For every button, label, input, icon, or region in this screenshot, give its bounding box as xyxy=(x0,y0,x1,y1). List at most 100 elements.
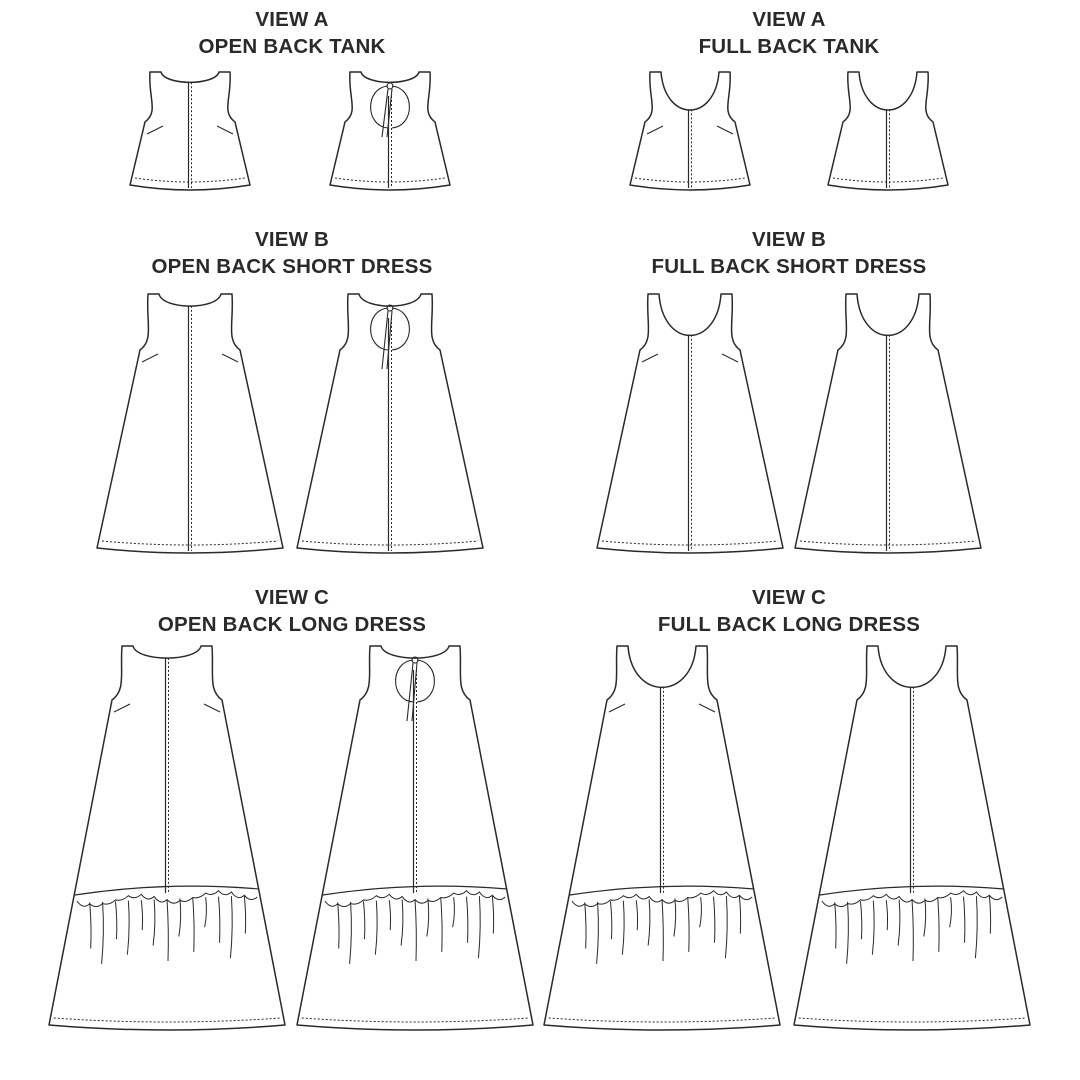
gather-fold xyxy=(204,897,207,928)
view-label: VIEW C xyxy=(254,586,330,609)
keyhole-right xyxy=(416,659,435,703)
c-full-back-garment xyxy=(793,645,1031,1031)
hem-topstitch xyxy=(798,1017,1026,1023)
keyhole-left xyxy=(370,307,389,351)
a-open-front-garment xyxy=(129,71,251,191)
gather-fold xyxy=(911,898,914,962)
tie-right xyxy=(411,662,418,722)
tie-knot xyxy=(386,82,394,90)
hem-topstitch xyxy=(548,1017,776,1023)
garment-outline xyxy=(543,645,781,1031)
gather-fold xyxy=(166,898,169,962)
gather-fold xyxy=(834,902,837,949)
view-label: VIEW A xyxy=(752,8,826,31)
garment-outline xyxy=(794,293,982,554)
gather-fold xyxy=(337,902,340,949)
gather-fold xyxy=(885,900,889,931)
gather-fold xyxy=(963,896,966,943)
gather-fold xyxy=(440,897,443,952)
gather-fold xyxy=(349,901,352,964)
gather-fold xyxy=(713,896,716,943)
gather-fold xyxy=(974,896,978,959)
tie-left xyxy=(381,310,389,370)
view-c-open-back-long-dress-title: VIEW C OPEN BACK LONG DRESS xyxy=(72,584,512,638)
tie-right xyxy=(386,310,393,370)
garment-outline xyxy=(827,71,949,191)
gather-fold xyxy=(897,899,901,946)
garment-outline xyxy=(596,293,784,554)
tie-left xyxy=(381,88,389,138)
b-full-back-garment xyxy=(794,293,982,554)
gather-fold xyxy=(229,896,233,959)
view-b-full-back-short-dress-title: VIEW B FULL BACK SHORT DRESS xyxy=(569,226,1009,280)
gather-fold xyxy=(126,900,130,955)
gather-fold xyxy=(362,901,366,940)
gather-fold xyxy=(859,901,863,940)
left-dart xyxy=(141,353,159,363)
view-label: VIEW B xyxy=(751,228,827,251)
view-label: VIEW C xyxy=(751,586,827,609)
gather-fold xyxy=(871,900,875,955)
gather-fold xyxy=(635,900,639,931)
gather-fold xyxy=(699,897,702,928)
view-name: FULL BACK SHORT DRESS xyxy=(651,255,927,278)
garment-outline xyxy=(629,71,751,191)
hem-topstitch xyxy=(53,1017,281,1023)
view-name: OPEN BACK TANK xyxy=(198,35,386,58)
view-name: FULL BACK TANK xyxy=(698,35,880,58)
gather-fold xyxy=(846,901,849,964)
gather-fold xyxy=(374,900,378,955)
gather-fold xyxy=(687,897,690,952)
gather-fold xyxy=(621,900,625,955)
gather-fold xyxy=(738,895,742,934)
gather-fold xyxy=(218,896,221,943)
hem-topstitch xyxy=(301,540,479,546)
garment-outline xyxy=(129,71,251,191)
gather-fold xyxy=(400,899,404,946)
garment-outline xyxy=(296,293,484,554)
view-name: FULL BACK LONG DRESS xyxy=(657,613,921,636)
gather-fold xyxy=(596,901,599,964)
b-open-front-garment xyxy=(96,293,284,554)
keyhole-left xyxy=(370,85,389,129)
garment-outline xyxy=(96,293,284,554)
gather-fold xyxy=(243,895,247,934)
keyhole-right xyxy=(391,85,410,129)
right-dart xyxy=(221,353,239,363)
gather-fold xyxy=(192,897,195,952)
tie-knot xyxy=(411,656,419,664)
tier-seam xyxy=(819,885,1005,896)
hem-topstitch xyxy=(799,540,977,546)
tier-seam xyxy=(569,885,755,896)
b-open-back-garment xyxy=(296,293,484,554)
tie-right xyxy=(386,88,393,138)
gather-fold xyxy=(89,902,92,949)
keyhole-right xyxy=(391,307,410,351)
view-label: VIEW B xyxy=(254,228,330,251)
garment-outline xyxy=(48,645,286,1031)
a-open-back-garment xyxy=(329,71,451,191)
tier-seam xyxy=(74,885,260,896)
c-open-front-garment xyxy=(48,645,286,1031)
view-c-full-back-long-dress-title: VIEW C FULL BACK LONG DRESS xyxy=(569,584,1009,638)
gather-fold xyxy=(949,897,952,928)
left-dart xyxy=(641,353,659,363)
gather-fold xyxy=(724,896,728,959)
view-a-open-back-tank-title: VIEW A OPEN BACK TANK xyxy=(72,6,512,60)
gather-fold xyxy=(152,899,156,946)
gather-fold xyxy=(140,900,144,931)
gather-fold xyxy=(491,895,495,934)
gather-fold xyxy=(414,898,417,962)
right-dart xyxy=(698,703,716,713)
right-dart xyxy=(203,703,221,713)
gather-fold xyxy=(647,899,651,946)
gather-fold xyxy=(609,901,613,940)
gather-fold xyxy=(477,896,481,959)
garment-outline xyxy=(296,645,534,1031)
c-full-front-garment xyxy=(543,645,781,1031)
keyhole-left xyxy=(395,659,414,703)
right-dart xyxy=(216,125,234,135)
a-full-front-garment xyxy=(629,71,751,191)
right-dart xyxy=(716,125,734,135)
gather-fold xyxy=(584,902,587,949)
